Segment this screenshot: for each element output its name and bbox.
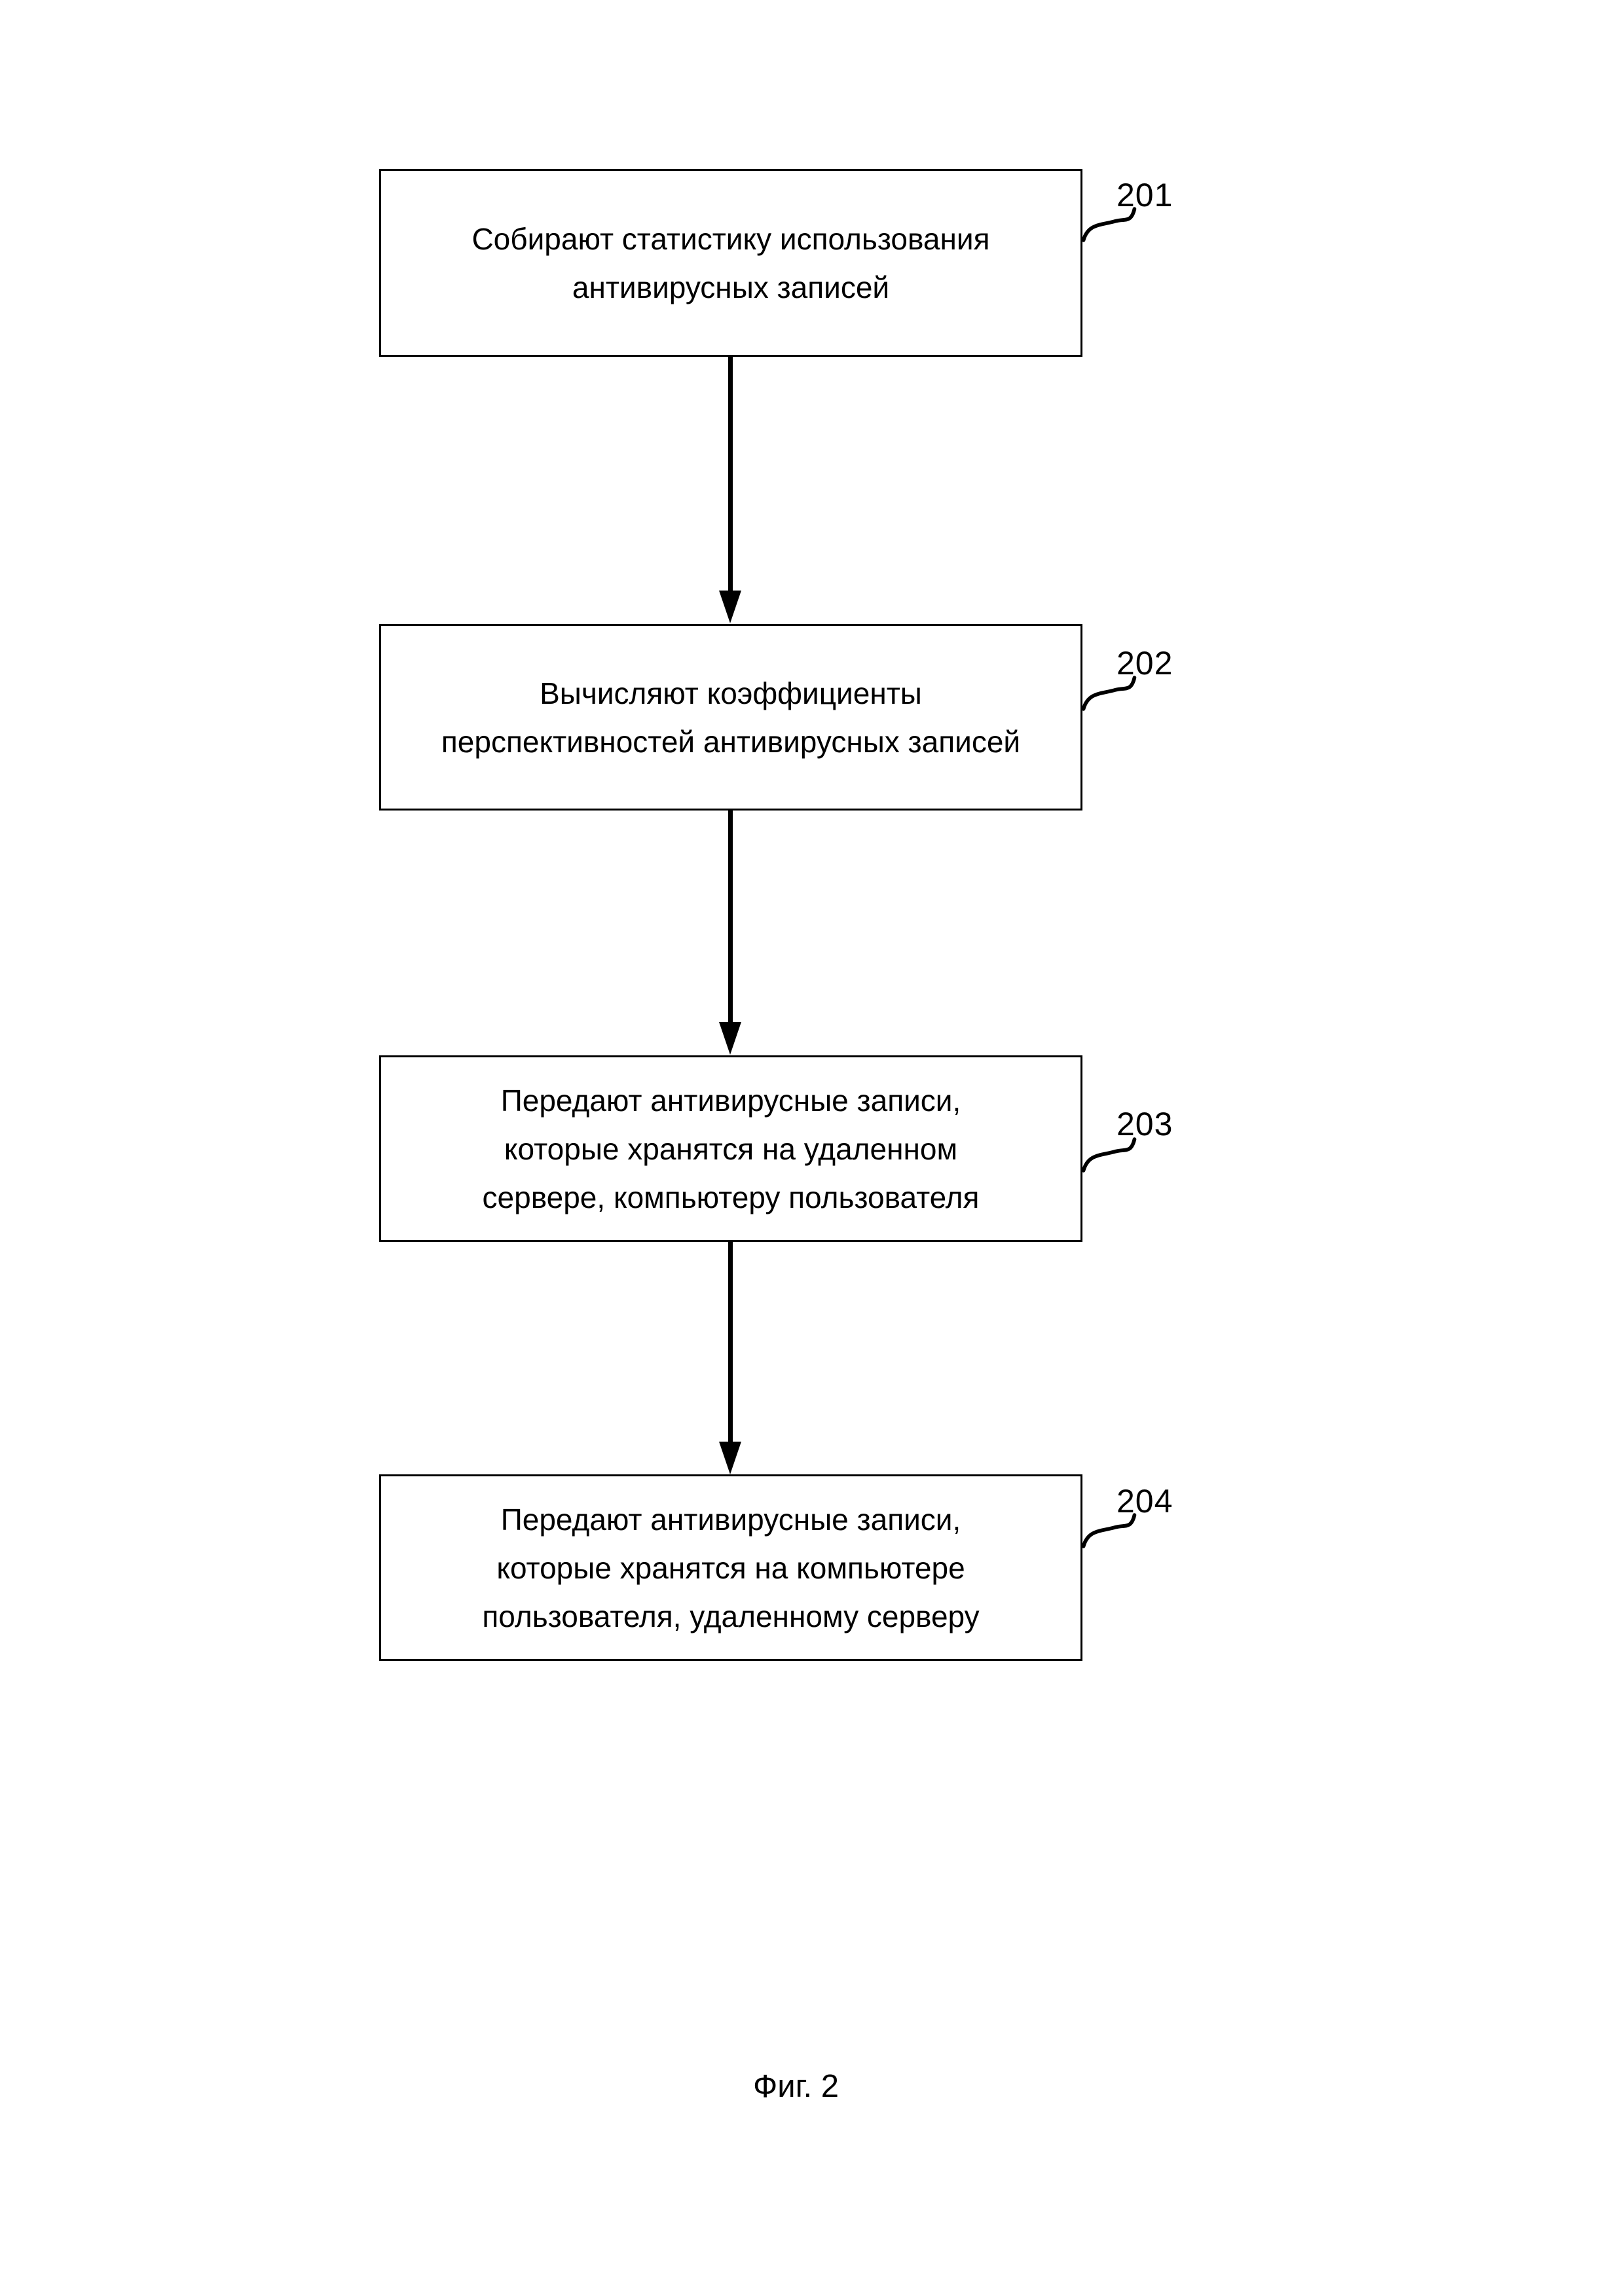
ref-label-204: 204 [1116,1483,1173,1520]
step-201-text-line-1: Собирают статистику использования [471,221,990,256]
step-203-text-line-1: Передают антивирусные записи, [500,1083,961,1118]
step-204-text-line-1: Передают антивирусные записи, [500,1502,961,1537]
flow-arrow-head-3 [719,1442,741,1474]
step-204-text-line-2: которые хранятся на компьютере [496,1550,965,1585]
ref-label-203: 203 [1116,1106,1173,1142]
flow-step-box-204: Передают антивирусные записи, которые хр… [379,1474,1082,1661]
figure-caption: Фиг. 2 [753,2069,839,2104]
step-203-text-line-2: которые хранятся на удаленном [504,1131,958,1166]
flow-step-box-203: Передают антивирусные записи, которые хр… [379,1055,1082,1242]
flow-step-box-201: Собирают статистику использования антиви… [379,169,1082,357]
step-203-text-line-3: сервере, компьютеру пользователя [482,1180,980,1214]
flow-arrow-line-2 [728,811,733,1024]
flow-arrow-line-3 [728,1242,733,1444]
ref-label-201: 201 [1116,177,1173,213]
ref-label-202: 202 [1116,645,1173,682]
flow-arrow-head-1 [719,591,741,623]
ref-connector-squiggle-201 [1081,207,1137,242]
ref-connector-squiggle-204 [1081,1513,1137,1548]
ref-connector-squiggle-203 [1081,1137,1137,1173]
step-202-text-line-2: перспективностей антивирусных записей [441,724,1021,759]
ref-connector-squiggle-202 [1081,676,1137,711]
flow-arrow-head-2 [719,1022,741,1055]
step-201-text-line-2: антивирусных записей [572,270,890,304]
step-202-text-line-1: Вычисляют коэффициенты [540,676,922,710]
flow-arrow-line-1 [728,357,733,592]
step-204-text-line-3: пользователя, удаленному серверу [482,1599,980,1633]
flow-step-box-202: Вычисляют коэффициенты перспективностей … [379,624,1082,811]
